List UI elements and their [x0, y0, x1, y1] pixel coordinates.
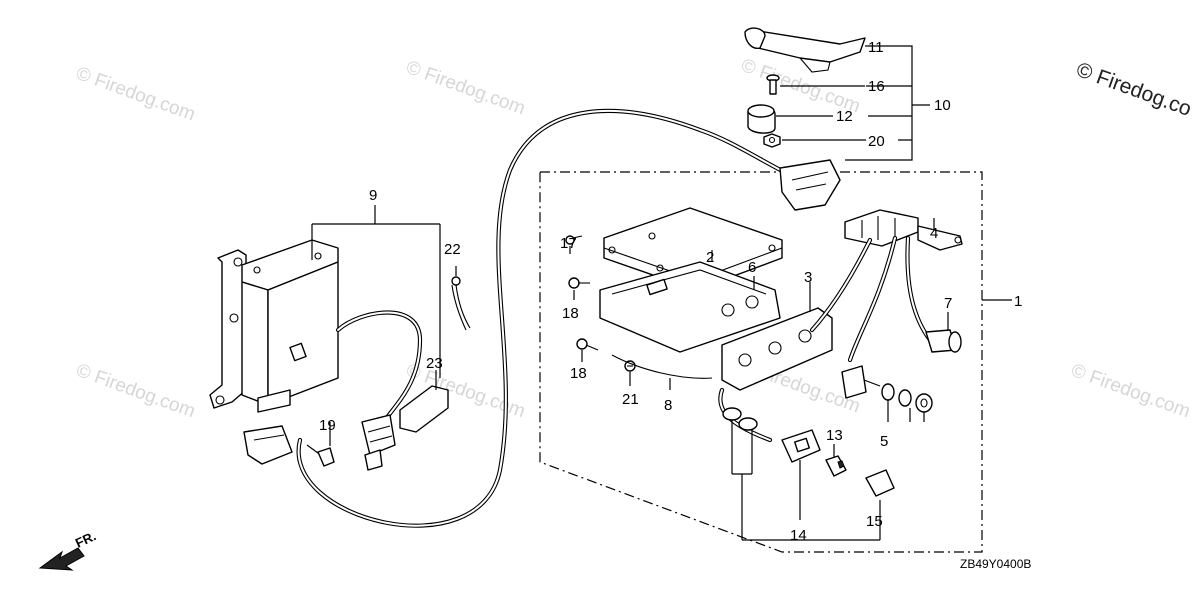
grommets: [722, 407, 758, 431]
callout-13: 13: [826, 427, 843, 444]
washers-part-5: [881, 383, 933, 413]
front-direction-arrow: FR.: [38, 528, 98, 571]
assembly-boundary: [539, 171, 983, 553]
ground-wire-part-8: [611, 354, 713, 379]
callout-10: 10: [934, 97, 951, 114]
bulb-part-13: [825, 455, 847, 477]
watermark: © Firedog.com: [73, 360, 198, 422]
harness-connector: [779, 159, 841, 211]
callout-14: 14: [790, 527, 807, 544]
callout-5: 5: [880, 433, 888, 450]
front-label: FR.: [73, 528, 98, 550]
cable-tie-part-22: [451, 276, 471, 331]
callout-17: 17: [560, 235, 577, 252]
left-connector: [243, 425, 293, 465]
watermark: © Firedog.com: [403, 57, 528, 119]
harness-part-4: [809, 209, 963, 363]
screw-part-21: [624, 360, 636, 372]
callout-9: 9: [369, 187, 377, 204]
callout-16: 16: [868, 78, 885, 95]
callout-19: 19: [319, 417, 336, 434]
socket-part-14: [781, 429, 821, 463]
screw-part-19: [306, 444, 335, 467]
callout-18: 18: [570, 365, 587, 382]
callout-8: 8: [664, 397, 672, 414]
callout-4: 4: [930, 225, 938, 242]
front-plate-part-3: [721, 307, 833, 391]
leader-lines: [311, 45, 1012, 541]
callout-23: 23: [426, 355, 443, 372]
cap-part-15: [865, 469, 895, 497]
clip-part-11: [744, 27, 866, 73]
callout-7: 7: [944, 295, 952, 312]
box-wire-loop-core: [337, 311, 422, 421]
callout-18: 18: [562, 305, 579, 322]
callout-1: 1: [1014, 293, 1022, 310]
callout-2: 2: [706, 249, 714, 266]
callout-21: 21: [622, 391, 639, 408]
lamp-part-7: [925, 329, 962, 353]
callout-12: 12: [836, 108, 853, 125]
callouts: 1 2 3 4 5 6 7 8 9 10 11 12 13 14 15 16 1…: [319, 39, 1022, 544]
callout-6: 6: [748, 259, 756, 276]
control-box-part-9: [209, 239, 339, 413]
callout-22: 22: [444, 241, 461, 258]
callout-15: 15: [866, 513, 883, 530]
nut-part-20: [763, 133, 781, 148]
callout-20: 20: [868, 133, 885, 150]
watermark: © Firedog.com: [1068, 360, 1193, 422]
clamp-part-12: [747, 104, 776, 134]
diagram-code: ZB49Y0400B: [960, 557, 1031, 571]
watermark: © Firedog.com: [73, 63, 198, 125]
panel-frame-part-6: [599, 261, 781, 353]
screw-part-18a: [568, 277, 590, 289]
screw-part-17: [565, 235, 583, 245]
watermark-corner: © Firedog.co: [1073, 58, 1194, 121]
label-part-23: [399, 385, 449, 433]
callout-11: 11: [868, 39, 884, 56]
box-connector: [361, 414, 396, 471]
main-harness-wire-core: [297, 110, 791, 527]
screw-part-18b: [576, 338, 599, 351]
switch-assembly: [841, 365, 881, 399]
callout-3: 3: [804, 269, 812, 286]
screw-part-16: [766, 74, 780, 95]
